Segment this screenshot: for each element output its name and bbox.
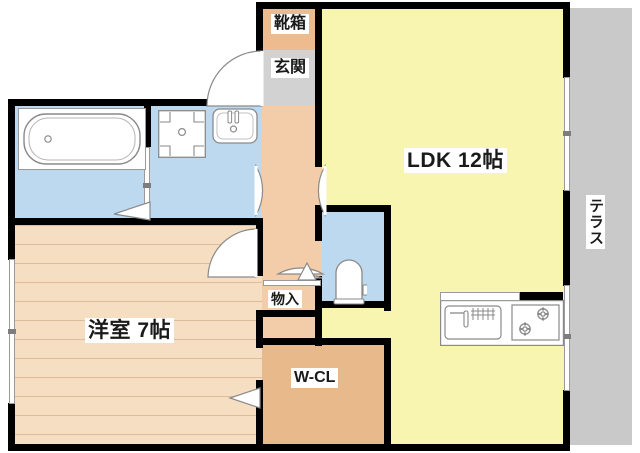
washbasin-icon	[212, 108, 258, 148]
room-walk-in-closet	[262, 345, 384, 445]
label-ldk: LDK 12帖	[404, 148, 507, 173]
wall-ldk-right-mid	[563, 190, 570, 286]
storage-door-sash[interactable]	[263, 280, 321, 286]
wall-bedroom-right-upper	[256, 218, 263, 276]
label-shoebox: 靴箱	[271, 14, 310, 34]
wall-ldk-right-bottom	[563, 390, 570, 451]
kitchen-backsplash	[440, 292, 520, 301]
label-terrace: テラス	[586, 195, 605, 249]
bedroom-window-handle[interactable]	[8, 329, 16, 334]
wall-storage-bottom	[256, 310, 322, 317]
wall-ldk-top	[322, 2, 570, 9]
label-wcl: W-CL	[291, 368, 339, 388]
wall-bedroom-bottom	[8, 444, 388, 451]
bath-partition-handle[interactable]	[143, 183, 151, 188]
wall-corridor-right-lower	[315, 205, 322, 241]
wall-bath-bottom	[8, 218, 263, 225]
wall-bedroom-left-top	[8, 218, 15, 260]
wall-toilet-right	[384, 205, 391, 311]
ldk-door[interactable]	[317, 163, 375, 218]
wall-bath-left	[8, 99, 15, 225]
wall-wcl-right	[384, 338, 391, 451]
wcl-folding-door[interactable]	[228, 386, 262, 410]
kitchen-counter-icon	[440, 300, 564, 346]
wall-corridor-right	[315, 2, 322, 167]
wall-bath-top	[8, 99, 263, 106]
wall-wcl-top	[256, 338, 391, 345]
washroom-door[interactable]	[206, 163, 264, 218]
wall-bedroom-right-wcl	[256, 380, 263, 451]
storage-door[interactable]	[296, 261, 318, 282]
entrance-door[interactable]	[206, 50, 264, 108]
wall-ldk-bottom	[384, 444, 570, 451]
wall-kitchen-back	[519, 292, 563, 302]
terrace-door-handle-upper[interactable]	[563, 131, 571, 136]
bathtub-icon	[18, 108, 146, 170]
wall-bedroom-right-lower	[256, 310, 263, 348]
label-bedroom: 洋室 7帖	[85, 318, 175, 343]
label-storage: 物入	[268, 290, 302, 308]
terrace-door-handle-lower[interactable]	[563, 334, 571, 339]
bedroom-door[interactable]	[206, 227, 258, 279]
washing-machine-pan-icon	[158, 110, 206, 158]
wall-ldk-right-top	[563, 2, 570, 78]
bathroom-folding-door[interactable]	[112, 200, 152, 222]
toilet-icon	[331, 255, 367, 305]
wall-bath-divider	[144, 105, 151, 147]
label-genkan: 玄関	[271, 58, 310, 78]
wall-bedroom-left-bottom	[8, 403, 15, 451]
wall-toilet-top	[315, 205, 391, 212]
wall-entry-top	[256, 2, 322, 9]
